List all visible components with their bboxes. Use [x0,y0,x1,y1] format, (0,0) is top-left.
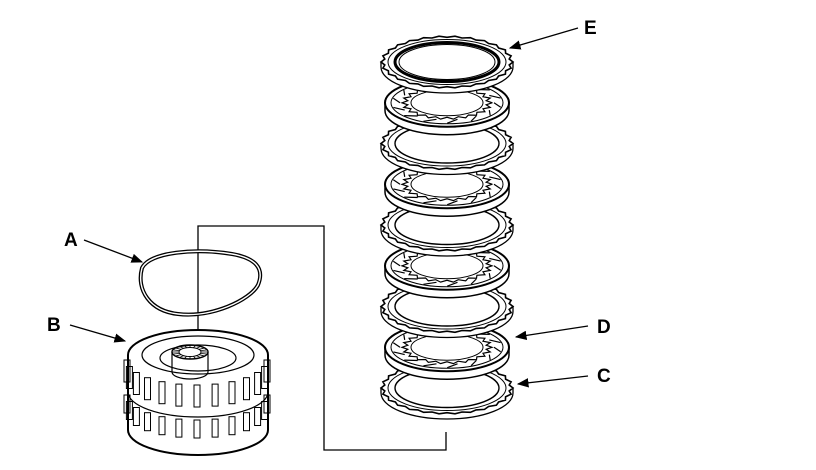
drum-spline-slot [144,412,151,432]
steel-plate-7 [379,116,515,176]
hub-spline [173,349,180,351]
drum-spline-slot [211,383,219,407]
hub-splines [173,345,207,359]
drum-spline-slot [254,407,262,426]
hub-spline [179,346,184,349]
hub-spline [176,354,182,357]
callout-d-leader [514,325,589,341]
callout-b: B [47,315,61,336]
drum-spline-slot [193,419,201,439]
drum-splines [123,359,271,439]
drum-spline-slot [125,401,133,420]
friction-disc-2 [384,322,510,380]
hub-spline [193,345,196,348]
callout-c: C [597,366,611,387]
drum-spline-slot [123,359,131,383]
drum-spline-slot [243,377,250,401]
drum-spline-slot [132,372,140,395]
friction-disc-6 [384,159,510,217]
clutch-pack [379,35,515,420]
hub-spline [198,347,204,350]
hub-spline [196,355,201,358]
drum-spline-slot [254,372,262,395]
drum-spline-slot [263,394,271,414]
hub-spline [200,353,207,355]
drum-spline-slot [123,394,131,414]
o-ring [138,249,263,317]
callout-a-leader [83,239,144,263]
hub-spline [196,346,201,349]
friction-disc-4 [384,240,510,299]
end-plate-9 [379,35,515,94]
callout-c-leader [516,375,589,388]
clutch-drum [123,329,271,456]
drum-spline-slot [228,381,236,405]
drum-spline-slot [193,384,201,408]
hub-spline [193,356,196,359]
drum-spline-slot [261,366,269,389]
callout-e-leader [508,27,579,50]
hub-spline [184,345,187,348]
drum-spline-slot [125,366,133,389]
hub-spline [179,355,184,358]
drum-spline-slot [228,416,236,436]
drum-spline-slot [175,418,183,438]
drum-spline-slot [243,412,250,432]
drum-spline-slot [144,377,151,401]
callout-d: D [597,317,611,338]
drum-spline-slot [158,416,166,436]
callout-e: E [584,18,597,39]
hub-spline [176,347,182,350]
drum-spline-slot [158,381,166,405]
hub-spline [198,354,204,357]
assembly-guide-line [197,225,447,451]
hub-spline [184,356,187,359]
hub-spline [200,349,207,351]
drum-spline-slot [261,401,269,420]
callout-b-leader [69,324,127,343]
friction-disc-8 [384,77,510,136]
drum-spline-slot [211,418,219,438]
hub-spline [173,353,180,355]
drum-spline-slot [132,407,140,426]
drum-spline-slot [175,383,183,407]
drum-spline-slot [263,359,271,383]
callout-a: A [64,230,78,251]
